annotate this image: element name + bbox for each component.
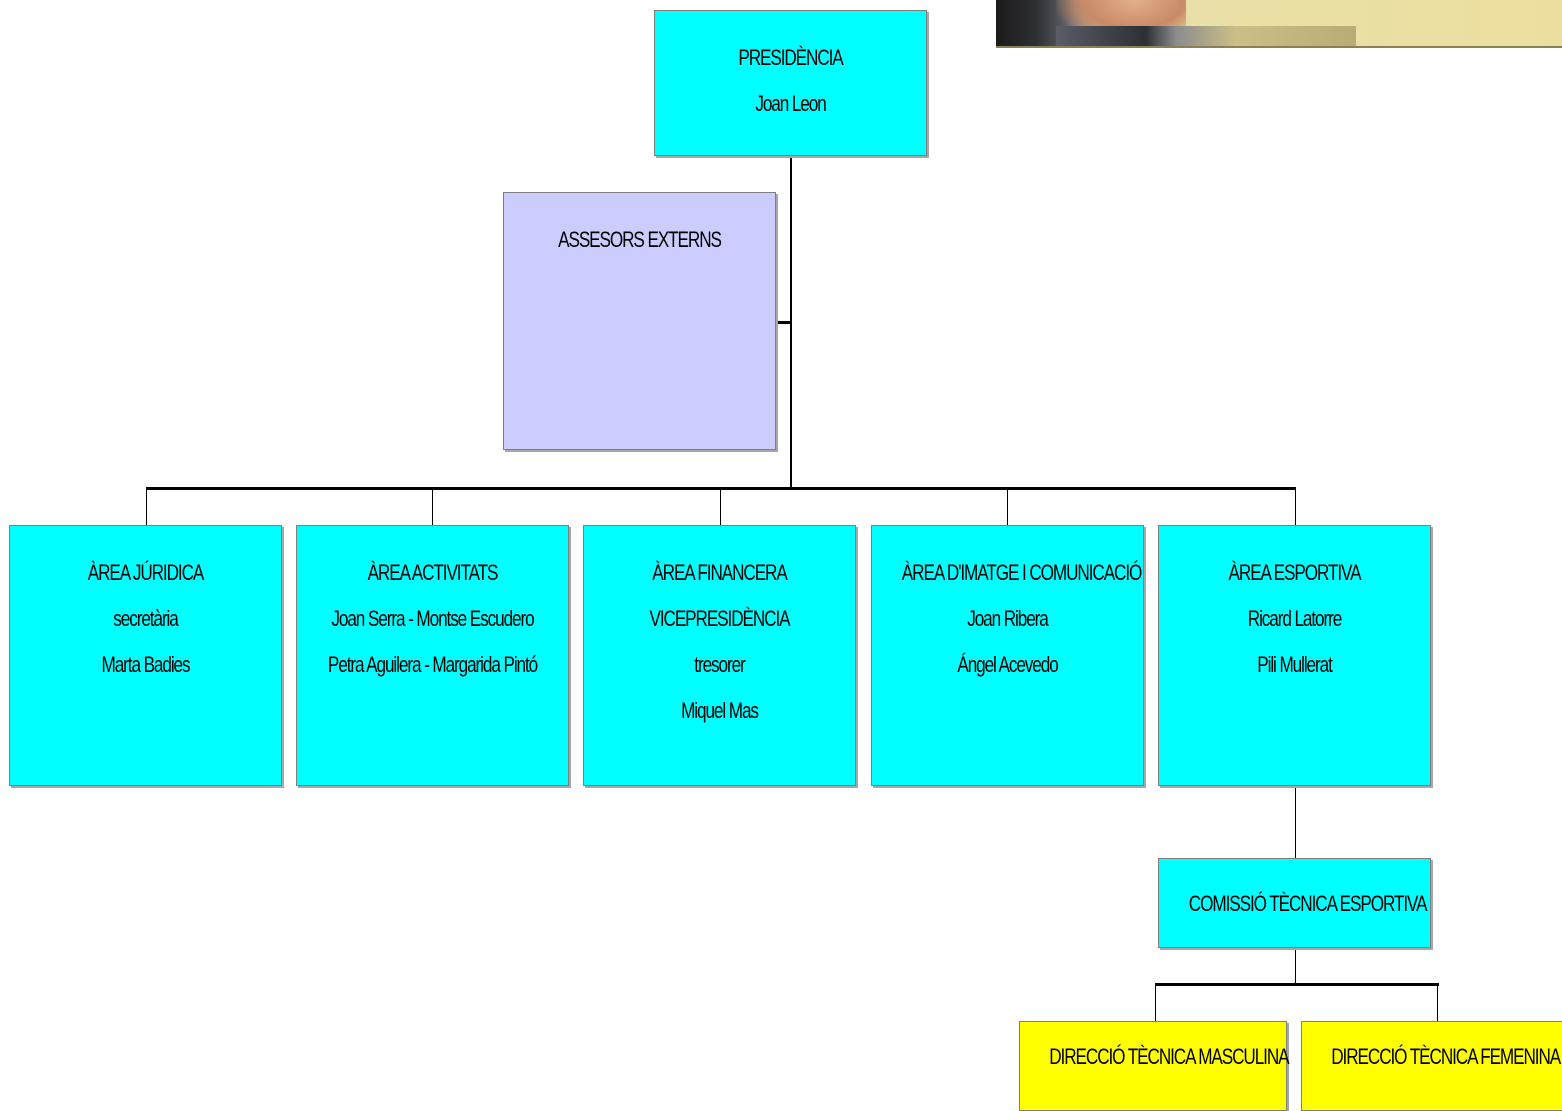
connector-direccio-femenina bbox=[1437, 983, 1438, 1021]
area-financera-name: Miquel Mas bbox=[681, 698, 759, 723]
connector-areas-bus bbox=[146, 487, 1296, 490]
area-juridica-title: ÀREA JÚRIDICA bbox=[87, 560, 205, 585]
area-esportiva-title: ÀREA ESPORTIVA bbox=[1228, 560, 1362, 585]
comissio-title: COMISSIÓ TÈCNICA ESPORTIVA bbox=[1188, 891, 1428, 916]
area-financera-title: ÀREA FINANCERA bbox=[652, 560, 788, 585]
suit-shape bbox=[1056, 26, 1356, 46]
presidencia-title: PRESIDÈNCIA bbox=[738, 45, 843, 70]
area-juridica-name: Marta Badies bbox=[101, 652, 190, 677]
area-juridica-box: ÀREA JÚRIDICA secretària Marta Badies bbox=[9, 525, 282, 786]
area-activitats-names-2: Petra Aguilera - Margarida Pintó bbox=[327, 652, 538, 677]
connector-area-2 bbox=[432, 487, 433, 525]
direccio-femenina-box: DIRECCIÓ TÈCNICA FEMENINA bbox=[1301, 1021, 1562, 1111]
assessors-title: ASSESORS EXTERNS bbox=[558, 227, 722, 252]
assessors-box: ASSESORS EXTERNS bbox=[503, 192, 776, 450]
connector-area-1 bbox=[146, 487, 147, 525]
presidencia-box: PRESIDÈNCIA Joan Leon bbox=[654, 10, 927, 156]
connector-president-trunk bbox=[790, 156, 792, 488]
area-activitats-names-1: Joan Serra - Montse Escudero bbox=[331, 606, 534, 631]
area-financera-box: ÀREA FINANCERA VICEPRESIDÈNCIA tresorer … bbox=[583, 525, 856, 786]
area-juridica-role: secretària bbox=[113, 606, 179, 631]
connector-area-5 bbox=[1295, 487, 1296, 525]
area-esportiva-name-2: Pili Mullerat bbox=[1257, 652, 1333, 677]
area-imatge-box: ÀREA D'IMATGE I COMUNICACIÓ Joan Ribera … bbox=[871, 525, 1144, 786]
connector-comissio-bus bbox=[1295, 948, 1296, 984]
direccio-masculina-box: DIRECCIÓ TÈCNICA MASCULINA bbox=[1019, 1021, 1290, 1111]
presidencia-name: Joan Leon bbox=[755, 91, 826, 116]
area-imatge-title: ÀREA D'IMATGE I COMUNICACIÓ bbox=[901, 560, 1143, 585]
comissio-box: COMISSIÓ TÈCNICA ESPORTIVA bbox=[1158, 858, 1431, 948]
connector-esportiva-comissio bbox=[1295, 786, 1296, 860]
connector-area-4 bbox=[1007, 487, 1008, 525]
area-imatge-name-1: Joan Ribera bbox=[967, 606, 1049, 631]
connector-area-3 bbox=[720, 487, 721, 525]
connector-direccio-bus bbox=[1155, 983, 1439, 986]
area-financera-vicepresidencia: VICEPRESIDÈNCIA bbox=[649, 606, 790, 631]
area-activitats-title: ÀREA ACTIVITATS bbox=[367, 560, 499, 585]
area-esportiva-box: ÀREA ESPORTIVA Ricard Latorre Pili Mulle… bbox=[1158, 525, 1431, 786]
connector-advisors bbox=[776, 321, 791, 324]
connector-direccio-masculina bbox=[1155, 983, 1156, 1021]
area-activitats-box: ÀREA ACTIVITATS Joan Serra - Montse Escu… bbox=[296, 525, 569, 786]
direccio-masculina-title: DIRECCIÓ TÈCNICA MASCULINA bbox=[1049, 1044, 1289, 1069]
person-photo bbox=[996, 0, 1562, 48]
direccio-femenina-title: DIRECCIÓ TÈCNICA FEMENINA bbox=[1331, 1044, 1561, 1069]
area-esportiva-name-1: Ricard Latorre bbox=[1247, 606, 1343, 631]
area-imatge-name-2: Ángel Acevedo bbox=[957, 652, 1058, 677]
area-financera-role: tresorer bbox=[694, 652, 745, 677]
